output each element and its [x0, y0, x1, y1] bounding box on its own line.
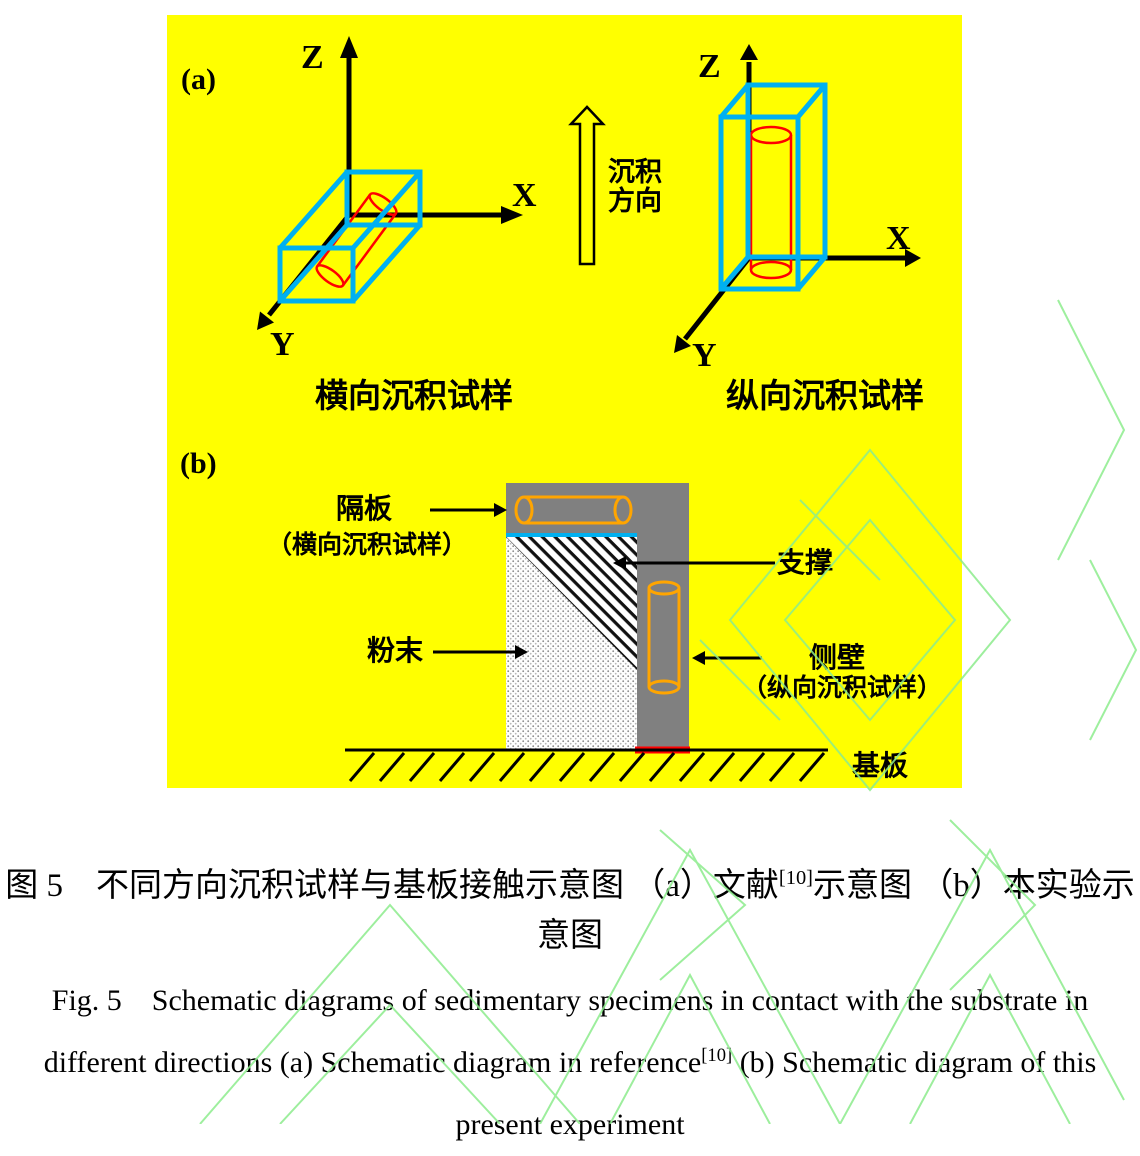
caption-english-reference-superscript: [10] — [701, 1045, 733, 1066]
deposition-label-line2: 方向 — [608, 185, 662, 216]
powder-arrow — [433, 645, 528, 659]
baffle-sub-label: （横向沉积试样） — [267, 530, 467, 559]
sidewall-sub-label: （纵向沉积试样） — [742, 673, 942, 702]
figure-5-diagram: (a) Z X Y — [167, 15, 962, 788]
left-axes-arrowheads — [257, 36, 523, 330]
panel-b-label: (b) — [180, 447, 217, 480]
right-wire-box — [718, 82, 828, 292]
baffle-label: 隔板 — [336, 493, 392, 525]
baffle-cylinder — [514, 495, 633, 525]
left-y-axis-label: Y — [270, 326, 295, 363]
powder-label: 粉末 — [367, 635, 423, 667]
deposition-direction-arrow — [568, 105, 606, 266]
caption-chinese-text: 图 5 不同方向沉积试样与基板接触示意图 （a）文献 — [5, 868, 779, 904]
caption-english: Fig. 5 Schematic diagrams of sedimentary… — [5, 970, 1135, 1156]
longitudinal-specimen-caption: 纵向沉积试样 — [726, 378, 924, 415]
right-red-cylinder — [749, 125, 793, 280]
support-label: 支撑 — [777, 547, 833, 579]
support-structure — [506, 483, 689, 748]
baffle-arrow — [430, 503, 507, 517]
caption-chinese: 图 5 不同方向沉积试样与基板接触示意图 （a）文献[10]示意图 （b）本实验… — [0, 861, 1140, 961]
right-y-axis-label: Y — [692, 337, 717, 374]
substrate-label: 基板 — [852, 750, 908, 782]
right-z-axis-label: Z — [698, 48, 721, 85]
panel-a: (a) Z X Y — [181, 36, 924, 415]
caption-chinese-reference-superscript: [10] — [778, 867, 813, 889]
sidewall-cylinder — [647, 580, 681, 695]
deposition-label-line1: 沉积 — [608, 157, 662, 187]
left-x-axis-label: X — [512, 177, 537, 214]
panel-a-label: (a) — [181, 63, 216, 96]
support-wedge-hatched — [506, 537, 637, 670]
left-z-axis-label: Z — [301, 39, 324, 76]
right-axes-arrowheads — [674, 44, 921, 353]
transverse-specimen-caption: 横向沉积试样 — [315, 378, 513, 415]
right-x-axis-label: X — [886, 220, 911, 257]
sidewall-label: 侧壁 — [809, 642, 865, 674]
left-wire-box — [277, 169, 423, 304]
